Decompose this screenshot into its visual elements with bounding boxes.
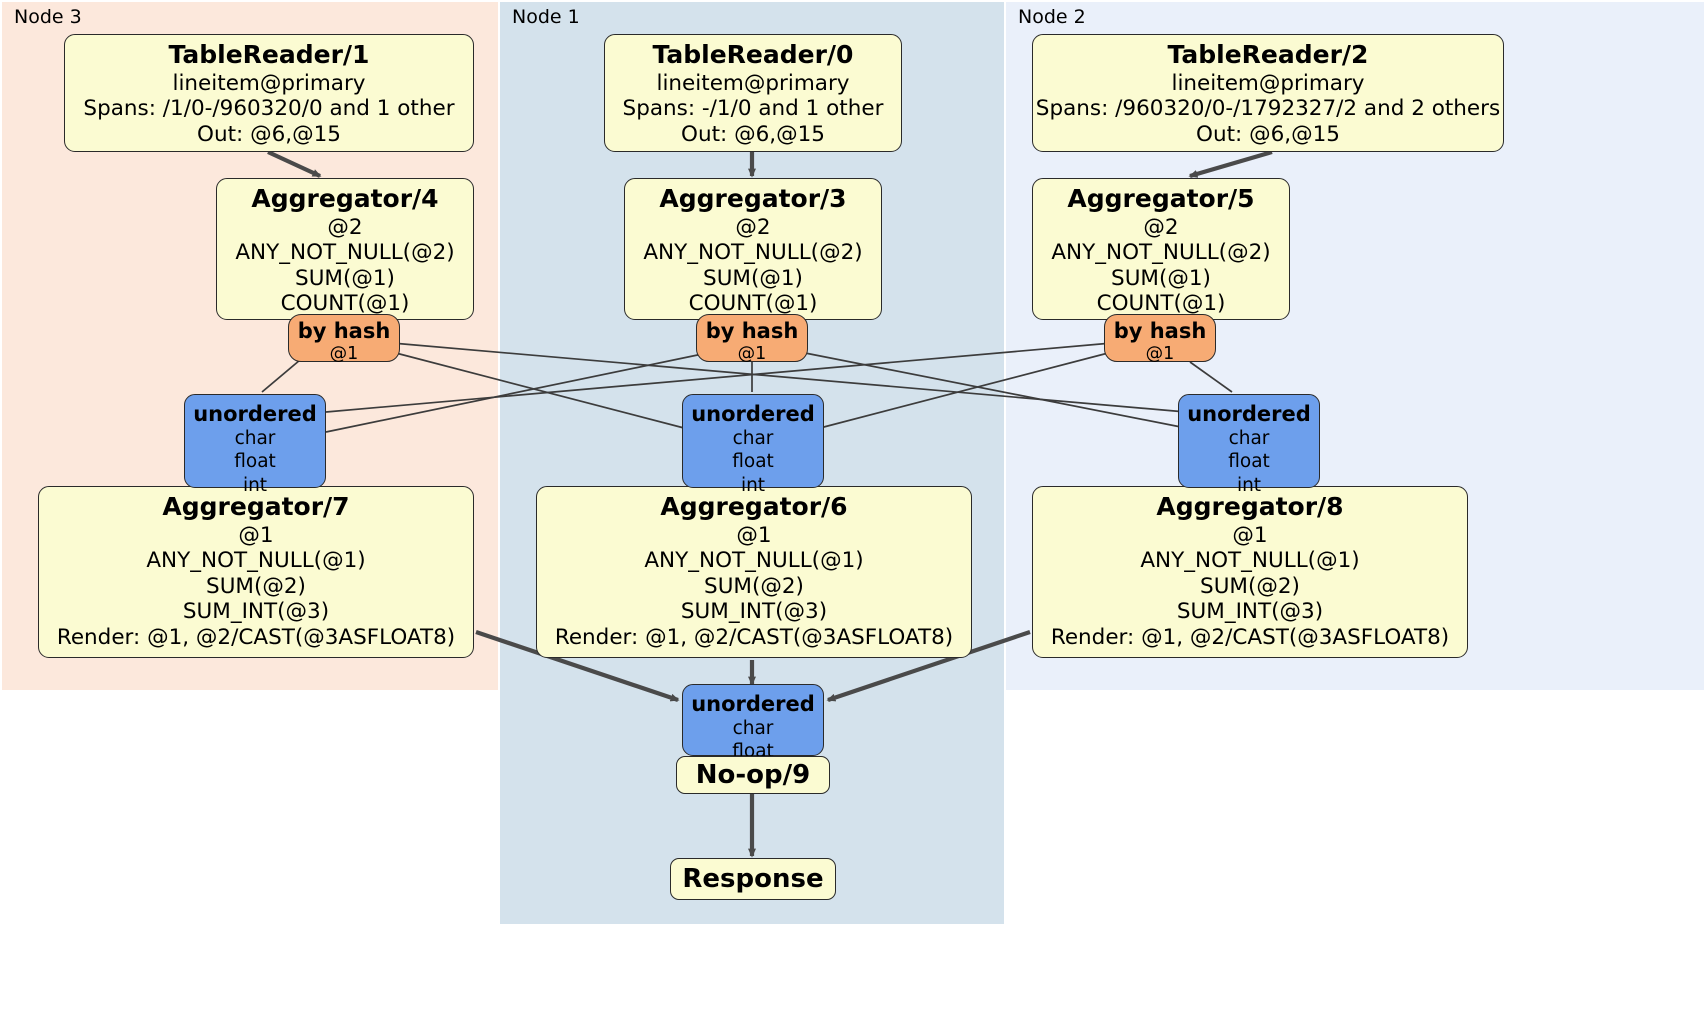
sync-title: unordered — [691, 402, 815, 426]
node-detail: SUM_INT(@3) — [182, 599, 330, 625]
router-by-hash-right[interactable]: by hash @1 — [1104, 314, 1216, 365]
node-detail: Out: @6,@15 — [197, 121, 341, 147]
node-aggregator-5[interactable]: Aggregator/5 @2 ANY_NOT_NULL(@2) SUM(@1)… — [1032, 178, 1290, 320]
panel-node-2-label: Node 2 — [1018, 6, 1086, 28]
router-detail: @1 — [1145, 344, 1175, 365]
node-detail: Out: @6,@15 — [681, 121, 825, 147]
node-title: Response — [682, 863, 824, 894]
node-detail: lineitem@primary — [656, 70, 850, 96]
sync-unordered-center[interactable]: unordered char float int — [682, 394, 824, 496]
node-detail: @1 — [238, 522, 274, 548]
node-detail: @2 — [327, 214, 363, 240]
node-title: Aggregator/8 — [1156, 492, 1344, 521]
node-detail: ANY_NOT_NULL(@2) — [643, 240, 863, 266]
node-detail: SUM(@1) — [703, 265, 803, 291]
sync-unordered-left[interactable]: unordered char float int — [184, 394, 326, 496]
node-render: Render: @1, @2/CAST(@3ASFLOAT8) — [1050, 624, 1450, 650]
node-detail: lineitem@primary — [1171, 70, 1365, 96]
node-detail: ANY_NOT_NULL(@2) — [235, 240, 455, 266]
sync-type: float — [234, 451, 276, 473]
node-detail: COUNT(@1) — [280, 291, 410, 317]
node-aggregator-3[interactable]: Aggregator/3 @2 ANY_NOT_NULL(@2) SUM(@1)… — [624, 178, 882, 320]
sync-type: char — [732, 718, 774, 740]
node-title: TableReader/2 — [1167, 40, 1369, 69]
node-detail: lineitem@primary — [172, 70, 366, 96]
node-detail: ANY_NOT_NULL(@1) — [146, 548, 366, 574]
sync-title: unordered — [691, 692, 815, 716]
node-detail: COUNT(@1) — [1096, 291, 1226, 317]
router-title: by hash — [1113, 319, 1207, 343]
node-render: Render: @1, @2/CAST(@3ASFLOAT8) — [554, 624, 954, 650]
node-detail: ANY_NOT_NULL(@2) — [1051, 240, 1271, 266]
node-title: Aggregator/5 — [1067, 184, 1255, 213]
sync-type: int — [740, 474, 766, 496]
node-title: Aggregator/7 — [162, 492, 350, 521]
node-render: Render: @1, @2/CAST(@3ASFLOAT8) — [56, 624, 456, 650]
sync-type: float — [1228, 451, 1270, 473]
router-detail: @1 — [737, 344, 767, 365]
node-detail: @2 — [735, 214, 771, 240]
sync-type: char — [1228, 428, 1270, 450]
sync-unordered-right[interactable]: unordered char float int — [1178, 394, 1320, 496]
node-detail: Spans: /1/0-/960320/0 and 1 other — [83, 96, 455, 122]
node-tablereader-1[interactable]: TableReader/1 lineitem@primary Spans: /1… — [64, 34, 474, 152]
sync-type: char — [234, 428, 276, 450]
node-aggregator-7[interactable]: Aggregator/7 @1 ANY_NOT_NULL(@1) SUM(@2)… — [38, 486, 474, 658]
sync-type: float — [732, 451, 774, 473]
node-detail: @1 — [736, 522, 772, 548]
router-title: by hash — [705, 319, 799, 343]
node-aggregator-8[interactable]: Aggregator/8 @1 ANY_NOT_NULL(@1) SUM(@2)… — [1032, 486, 1468, 658]
router-by-hash-center[interactable]: by hash @1 — [696, 314, 808, 365]
node-detail: Spans: /960320/0-/1792327/2 and 2 others — [1035, 96, 1501, 122]
node-aggregator-6[interactable]: Aggregator/6 @1 ANY_NOT_NULL(@1) SUM(@2)… — [536, 486, 972, 658]
node-detail: ANY_NOT_NULL(@1) — [644, 548, 864, 574]
node-response[interactable]: Response — [670, 858, 836, 900]
sync-unordered-final[interactable]: unordered char float — [682, 684, 824, 762]
node-title: No-op/9 — [695, 759, 811, 790]
node-title: Aggregator/4 — [251, 184, 439, 213]
node-detail: COUNT(@1) — [688, 291, 818, 317]
node-detail: @2 — [1143, 214, 1179, 240]
panel-node-1-label: Node 1 — [512, 6, 580, 28]
panel-node-3-label: Node 3 — [14, 6, 82, 28]
node-detail: ANY_NOT_NULL(@1) — [1140, 548, 1360, 574]
node-title: TableReader/0 — [652, 40, 854, 69]
node-detail: SUM(@1) — [1111, 265, 1211, 291]
sync-title: unordered — [1187, 402, 1311, 426]
node-detail: @1 — [1232, 522, 1268, 548]
node-detail: Spans: -/1/0 and 1 other — [622, 96, 884, 122]
node-detail: SUM(@2) — [206, 573, 306, 599]
node-tablereader-0[interactable]: TableReader/0 lineitem@primary Spans: -/… — [604, 34, 902, 152]
sync-type: int — [1236, 474, 1262, 496]
router-by-hash-left[interactable]: by hash @1 — [288, 314, 400, 365]
router-title: by hash — [297, 319, 391, 343]
node-detail: SUM(@2) — [704, 573, 804, 599]
node-detail: SUM(@2) — [1200, 573, 1300, 599]
sync-type: int — [242, 474, 268, 496]
router-detail: @1 — [329, 344, 359, 365]
node-detail: SUM_INT(@3) — [680, 599, 828, 625]
node-no-op-9[interactable]: No-op/9 — [676, 756, 830, 794]
node-detail: SUM_INT(@3) — [1176, 599, 1324, 625]
node-tablereader-2[interactable]: TableReader/2 lineitem@primary Spans: /9… — [1032, 34, 1504, 152]
node-aggregator-4[interactable]: Aggregator/4 @2 ANY_NOT_NULL(@2) SUM(@1)… — [216, 178, 474, 320]
sync-title: unordered — [193, 402, 317, 426]
sync-type: char — [732, 428, 774, 450]
node-title: TableReader/1 — [168, 40, 370, 69]
node-title: Aggregator/6 — [660, 492, 848, 521]
node-title: Aggregator/3 — [659, 184, 847, 213]
node-detail: SUM(@1) — [295, 265, 395, 291]
node-detail: Out: @6,@15 — [1196, 121, 1340, 147]
